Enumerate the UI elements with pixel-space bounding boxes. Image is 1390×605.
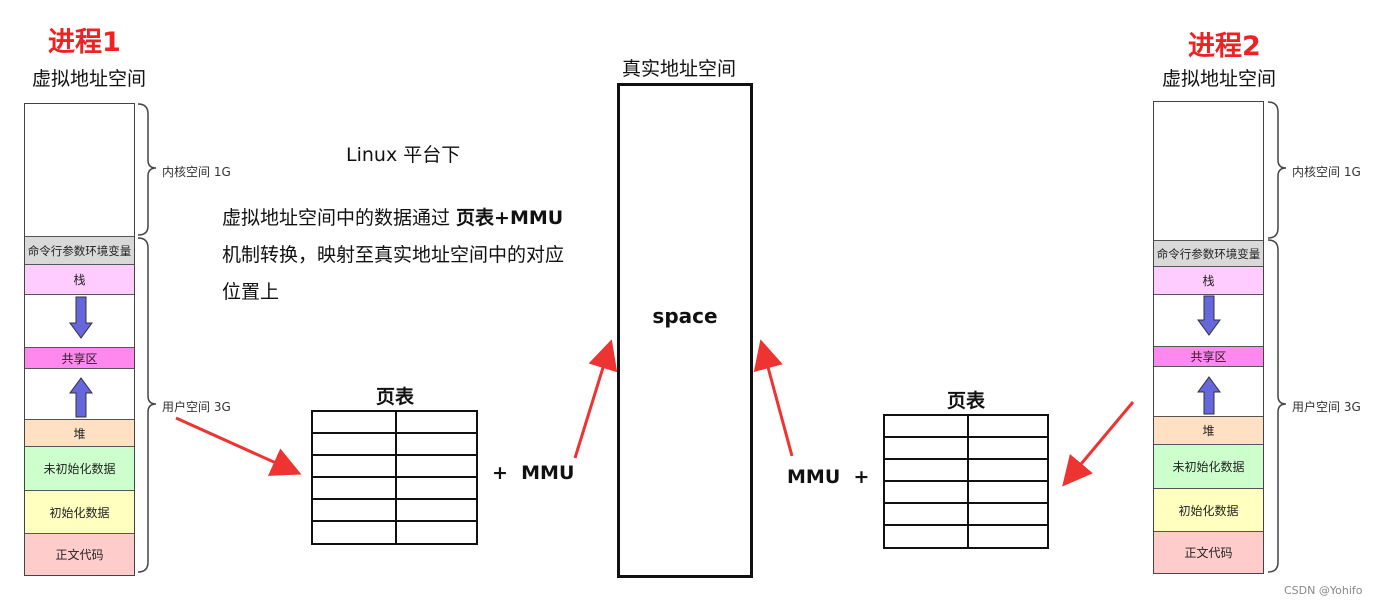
process1-user-brace — [137, 237, 157, 573]
process2-kernel-label: 内核空间 1G — [1292, 165, 1361, 179]
process1-memory-column: 命令行参数环境变量 栈 共享区 堆 未初始化数据 初始化数据 正文代码 — [24, 103, 135, 576]
real-space-label: 真实地址空间 — [622, 58, 737, 80]
mapping-description: 虚拟地址空间中的数据通过 页表+MMU 机制转换，映射至真实地址空间中的对应 位… — [222, 200, 564, 311]
process2-user-brace — [1267, 239, 1287, 573]
process1-title: 进程1 — [48, 27, 121, 58]
right-mmu-label: MMU + — [787, 466, 870, 488]
process2-stack-segment: 栈 — [1154, 266, 1263, 294]
process2-title: 进程2 — [1188, 31, 1261, 62]
watermark: CSDN @Yohifo — [1284, 584, 1363, 597]
left-page-table-title: 页表 — [376, 386, 415, 408]
left-page-table-row — [313, 476, 476, 478]
process1-bss-segment: 未初始化数据 — [25, 446, 134, 490]
process2-stack-down-arrow — [1197, 295, 1221, 336]
process2-memory-column: 命令行参数环境变量 栈 共享区 堆 未初始化数据 初始化数据 正文代码 — [1153, 101, 1264, 574]
mmu-to-space-arrow-right — [753, 339, 794, 457]
process1-heap-up-arrow — [69, 377, 93, 418]
process1-kernel-brace — [137, 103, 157, 236]
process2-heap-up-arrow — [1197, 376, 1221, 415]
process1-kernel-label: 内核空间 1G — [162, 165, 231, 179]
real-address-space-box: space — [617, 83, 753, 578]
process1-env-segment: 命令行参数环境变量 — [25, 236, 134, 264]
left-page-table-row — [313, 454, 476, 456]
space-text: space — [652, 303, 718, 328]
left-page-table-row — [313, 498, 476, 500]
process2-shared-segment: 共享区 — [1154, 346, 1263, 366]
user-to-pagetable-arrow-right — [1062, 401, 1135, 487]
process2-vaddr-label: 虚拟地址空间 — [1162, 68, 1277, 90]
left-page-table-row — [313, 432, 476, 434]
description-line-2: 机制转换，映射至真实地址空间中的对应 — [222, 244, 565, 266]
process1-text-segment: 正文代码 — [25, 533, 134, 575]
right-page-table — [883, 414, 1049, 549]
process1-shared-segment: 共享区 — [25, 347, 134, 368]
process2-user-label: 用户空间 3G — [1292, 400, 1361, 414]
left-mmu-label: + MMU — [492, 462, 575, 484]
right-page-table-row — [885, 524, 1047, 526]
process2-stack-gap — [1154, 294, 1263, 346]
linux-platform-label: Linux 平台下 — [346, 144, 461, 166]
process2-text-segment: 正文代码 — [1154, 531, 1263, 573]
user-to-pagetable-arrow-left — [175, 416, 302, 476]
right-page-table-title: 页表 — [947, 390, 986, 412]
left-page-table-row — [313, 520, 476, 522]
description-line-1: 虚拟地址空间中的数据通过 页表+MMU — [222, 200, 564, 237]
process2-bss-segment: 未初始化数据 — [1154, 444, 1263, 488]
right-page-table-row — [885, 458, 1047, 460]
description-line-1-prefix: 虚拟地址空间中的数据通过 — [222, 207, 457, 229]
right-page-table-row — [885, 502, 1047, 504]
process1-heap-gap — [25, 368, 134, 419]
description-line-1-bold: 页表+MMU — [456, 207, 564, 229]
process1-stack-gap — [25, 294, 134, 347]
process1-heap-segment: 堆 — [25, 419, 134, 446]
process2-kernel-brace — [1267, 101, 1287, 239]
right-page-table-row — [885, 480, 1047, 482]
process1-stack-segment: 栈 — [25, 264, 134, 294]
process1-stack-down-arrow — [69, 296, 93, 339]
mmu-to-space-arrow-left — [573, 339, 618, 459]
process1-vaddr-label: 虚拟地址空间 — [32, 68, 147, 90]
description-line-3: 位置上 — [222, 281, 280, 303]
process2-data-segment: 初始化数据 — [1154, 488, 1263, 531]
left-page-table — [311, 410, 478, 545]
process2-heap-gap — [1154, 366, 1263, 416]
process1-user-label: 用户空间 3G — [162, 400, 231, 414]
right-page-table-row — [885, 436, 1047, 438]
process2-env-segment: 命令行参数环境变量 — [1154, 240, 1263, 266]
process2-heap-segment: 堆 — [1154, 416, 1263, 444]
process1-data-segment: 初始化数据 — [25, 490, 134, 533]
